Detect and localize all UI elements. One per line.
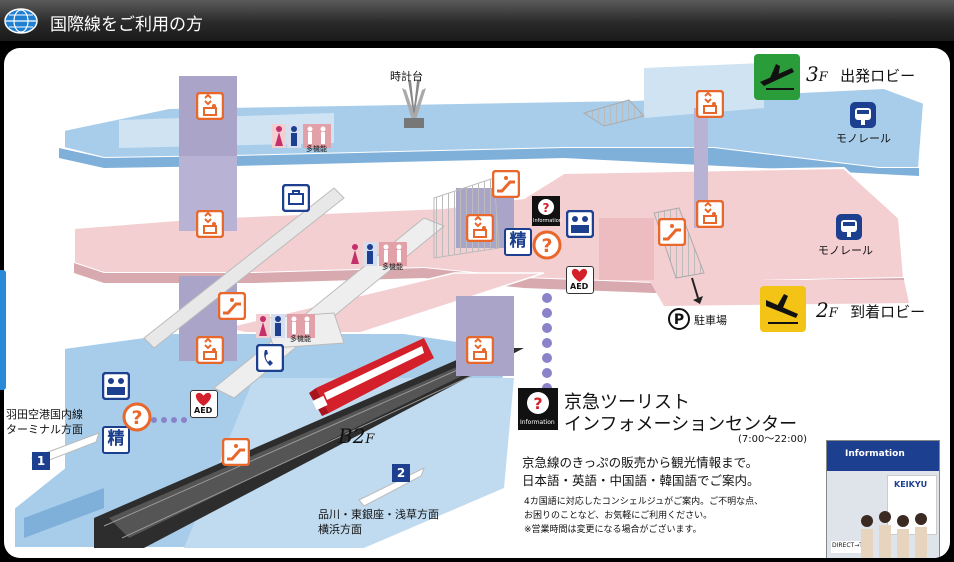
luggage-locker-icon	[281, 183, 311, 216]
restroom-icon: 多機能	[348, 240, 408, 271]
parking-arrow-icon	[691, 277, 699, 299]
information-sign-icon: ? Information	[532, 196, 562, 226]
multi-purpose-label: 多機能	[306, 145, 327, 153]
elevator-icon	[195, 91, 225, 124]
fare-adjustment-icon: 精	[504, 228, 532, 256]
restroom-icon: 多機能	[256, 312, 316, 343]
clock-tower-icon	[402, 80, 426, 128]
aed-icon: AED	[190, 390, 218, 418]
domestic-direction-line1: 羽田空港国内線	[6, 408, 83, 421]
info-center-desc-2: 日本語・英語・中国語・韓国語でご案内。	[522, 473, 760, 488]
floor-3f-label: 3F 出発ロビー	[806, 62, 916, 86]
fare-adjustment-icon: 精	[102, 426, 130, 454]
monorail-2f-label: モノレール	[818, 244, 873, 257]
info-center-hours: (7:00〜22:00)	[738, 434, 808, 445]
info-center-photo: Information KEIKYU DIRECT→TO	[826, 440, 940, 558]
svg-text:?: ?	[131, 407, 142, 429]
elevator-icon	[195, 209, 225, 242]
info-center-note-3: ※営業時間は変更になる場合がございます。	[524, 525, 702, 535]
elevator-icon	[695, 199, 725, 232]
departure-plane-icon	[754, 54, 800, 100]
info-center-note-2: お困りのことなど、お気軽にご利用ください。	[524, 511, 713, 521]
information-sign-label: Information	[533, 218, 562, 224]
information-icon: ?	[532, 230, 562, 264]
floor-b2f	[13, 332, 524, 549]
monorail-3f-label: モノレール	[836, 132, 891, 145]
side-scroll-tab[interactable]	[0, 270, 6, 390]
info-center-title-1: 京急ツーリスト	[564, 392, 690, 413]
elevator-icon	[695, 89, 725, 122]
counter-staff-icon	[565, 209, 595, 242]
floor-2f-label: 2F 到着ロビー	[816, 298, 926, 322]
platform-2-badge: 2	[392, 464, 410, 482]
info-center-sign-label: Information	[520, 419, 555, 426]
staff-figures	[861, 511, 927, 558]
escalator-icon	[657, 217, 687, 250]
parking-icon: P	[668, 308, 690, 334]
multi-purpose-label: 多機能	[382, 263, 403, 271]
photo-brand-banner: KEIKYU	[887, 475, 937, 535]
info-center-title-2: インフォメーションセンター	[564, 414, 798, 435]
south-direction-line2: 横浜方面	[318, 523, 362, 536]
photo-sign: Information	[827, 441, 939, 471]
keikyu-train-icon	[309, 338, 434, 416]
arrival-plane-icon	[760, 286, 806, 332]
floor-2f-badge	[760, 286, 806, 336]
elevator-icon	[465, 335, 495, 368]
globe-icon	[4, 8, 38, 34]
information-icon: ?	[122, 402, 152, 436]
aed-icon: AED	[566, 266, 594, 294]
platform-1-badge: 1	[32, 452, 50, 470]
station-map: 多機能 多機能 多機能 精 精 ? ? ? Information AED	[4, 48, 950, 558]
south-direction-line1: 品川・東銀座・浅草方面	[318, 508, 439, 521]
floor-3f-badge	[754, 54, 800, 104]
telephone-icon	[255, 343, 285, 376]
header-bar: 国際線をご利用の方	[0, 0, 954, 42]
monorail-icon	[850, 102, 876, 132]
clock-tower-label: 時計台	[390, 70, 423, 83]
restroom-icon: 多機能	[272, 122, 332, 153]
svg-text:?: ?	[543, 201, 550, 215]
multi-purpose-label: 多機能	[290, 335, 311, 343]
info-center-desc-1: 京急線のきっぷの販売から観光情報まで。	[522, 455, 759, 470]
elevator-icon	[465, 213, 495, 246]
floor-map-illustration	[13, 63, 926, 549]
counter-staff-icon	[101, 371, 131, 404]
svg-text:P: P	[674, 312, 684, 328]
parking-label: 駐車場	[694, 314, 727, 327]
svg-text:?: ?	[541, 235, 552, 257]
escalator-icon	[491, 169, 521, 202]
escalator-icon	[217, 291, 247, 324]
elevator-icon	[195, 335, 225, 368]
info-center-sign-icon: ? Information	[518, 388, 558, 430]
info-center-note-1: 4カ国語に対応したコンシェルジュがご案内。ご不明な点、	[524, 497, 764, 507]
photo-direct-sign: DIRECT→TO	[831, 541, 868, 553]
floor-b2f-label: B2F	[338, 424, 375, 448]
domestic-direction-line2: ターミナル方面	[6, 423, 83, 436]
escalator-icon	[221, 437, 251, 470]
page-title: 国際線をご利用の方	[50, 15, 203, 35]
monorail-icon	[836, 214, 862, 244]
svg-text:?: ?	[533, 394, 542, 413]
